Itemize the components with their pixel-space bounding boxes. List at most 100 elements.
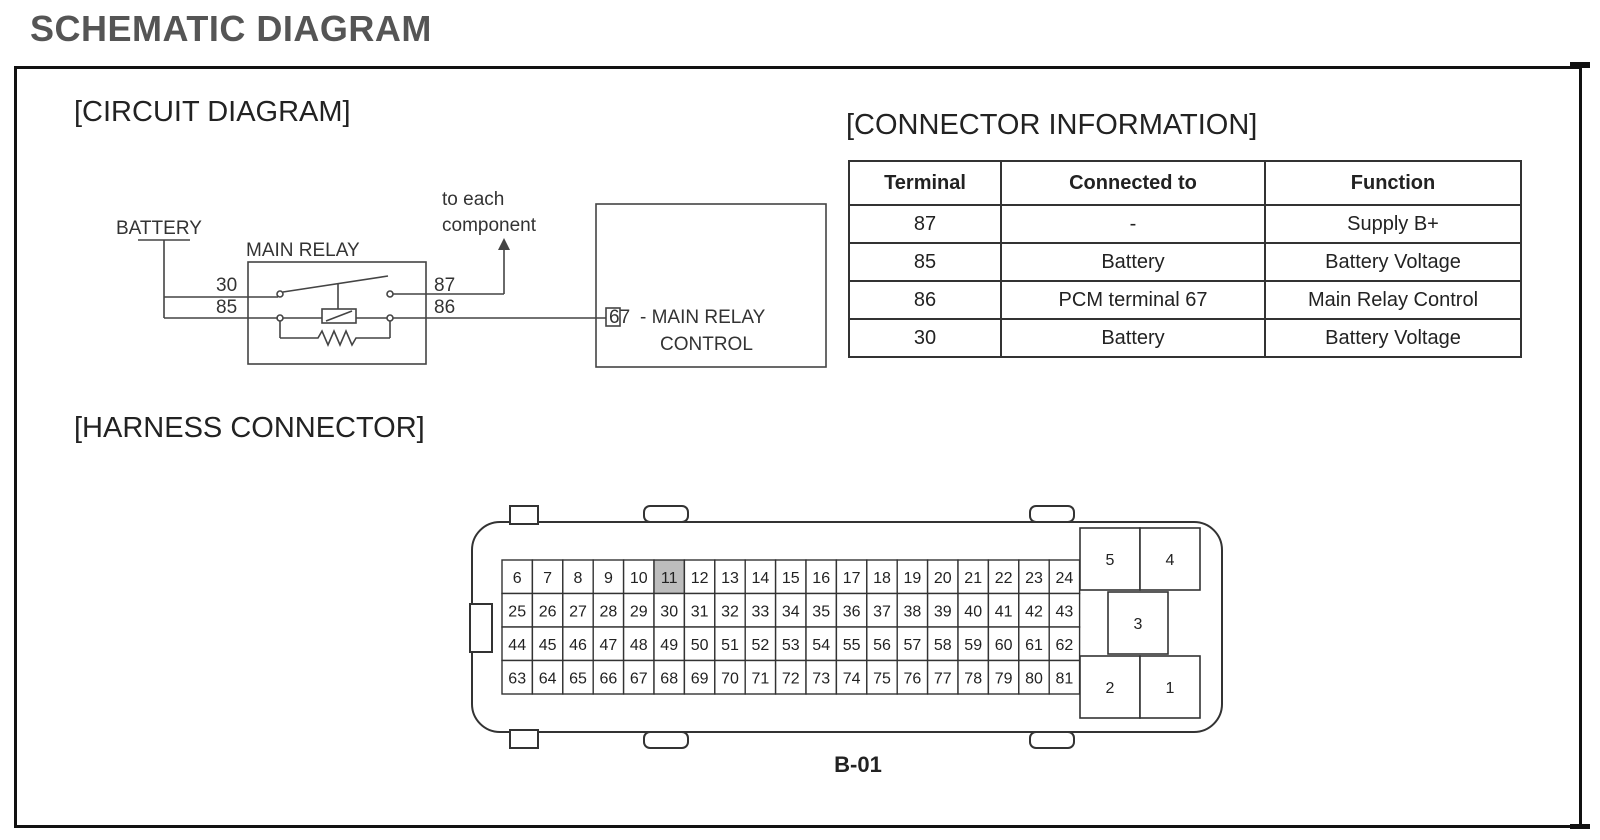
pin-cell	[896, 592, 929, 628]
pin-cell	[835, 626, 868, 662]
pin-number: 27	[569, 603, 587, 620]
pin-cell	[1048, 559, 1081, 595]
large-pin-cell	[1139, 527, 1201, 591]
pin-number: 60	[995, 637, 1013, 654]
pin-number: 24	[1056, 570, 1074, 587]
pin-number: 31	[691, 603, 709, 620]
connector-code: B-01	[834, 752, 882, 777]
pin-cell	[653, 626, 686, 662]
pin-cell	[1018, 659, 1050, 695]
pin-number: 57	[904, 637, 922, 654]
function-cell: Battery Voltage	[1264, 318, 1522, 358]
pin-number: 38	[904, 603, 922, 620]
connector-side-tab	[469, 603, 493, 653]
pin-cell	[1018, 592, 1050, 628]
pin-number: 62	[1056, 637, 1074, 654]
pin-cell	[1018, 626, 1050, 662]
pin-number: 73	[812, 670, 830, 687]
pin-number: 51	[721, 637, 739, 654]
pin-number: 36	[843, 603, 861, 620]
pin-cell	[1048, 626, 1081, 662]
pin-number: 20	[934, 570, 952, 587]
connected-to-cell: Battery	[1000, 242, 1266, 282]
terminal-cell: 85	[848, 242, 1002, 282]
pin-cell	[957, 592, 990, 628]
pin-number: 45	[539, 637, 557, 654]
connector-latch	[509, 505, 539, 525]
pin-cell	[744, 659, 777, 695]
pcm-terminal-number: 67	[609, 307, 630, 328]
large-pin-cell	[1079, 527, 1141, 591]
main-relay-label: MAIN RELAY	[246, 240, 360, 261]
relay-coil-mark	[325, 310, 353, 322]
pin-cell	[774, 592, 807, 628]
terminal-cell: 30	[848, 318, 1002, 358]
pin-number: 49	[660, 637, 678, 654]
pin-number: 72	[782, 670, 800, 687]
pin-cell	[866, 626, 898, 662]
large-pin-number: 4	[1166, 552, 1175, 569]
function-cell: Battery Voltage	[1264, 242, 1522, 282]
pin-cell	[562, 659, 594, 695]
pin-cell	[683, 592, 716, 628]
pin-number: 81	[1056, 670, 1074, 687]
main-relay-box	[247, 261, 427, 365]
pin-cell	[835, 659, 868, 695]
pin-cell	[592, 659, 625, 695]
pin-number: 29	[630, 603, 648, 620]
arrow-icon	[498, 238, 510, 250]
pin-cell	[957, 659, 990, 695]
pin-cell	[622, 626, 655, 662]
pin-86-label: 86	[434, 297, 455, 318]
pin-number: 74	[843, 670, 861, 687]
pin-number: 71	[752, 670, 770, 687]
header-connected-to: Connected to	[1000, 160, 1266, 206]
table-row: 87 - Supply B+	[848, 204, 1522, 244]
pin-cell	[774, 659, 807, 695]
pin-number: 52	[752, 637, 770, 654]
connected-to-cell: -	[1000, 204, 1266, 244]
diagram-frame	[14, 66, 1582, 828]
table-row: 86 PCM terminal 67 Main Relay Control	[848, 280, 1522, 320]
pin-cell	[805, 626, 838, 662]
large-pin-number: 3	[1134, 616, 1143, 633]
table-row: 85 Battery Battery Voltage	[848, 242, 1522, 282]
pin-number: 56	[873, 637, 891, 654]
pin-number: 75	[873, 670, 891, 687]
pin-number: 7	[543, 570, 552, 587]
pin-number: 15	[782, 570, 800, 587]
pin-number: 23	[1025, 570, 1043, 587]
pin-number: 79	[995, 670, 1013, 687]
pin-number: 35	[812, 603, 830, 620]
pin-number: 67	[630, 670, 648, 687]
pin-cell	[562, 626, 594, 662]
pin-number: 18	[873, 570, 891, 587]
terminal-cell: 87	[848, 204, 1002, 244]
pin-number: 65	[569, 670, 587, 687]
pin-number: 6	[513, 570, 522, 587]
connector-latch	[1029, 505, 1075, 523]
pin-number: 63	[508, 670, 526, 687]
pin-cell	[501, 559, 534, 595]
pin-number: 53	[782, 637, 800, 654]
table-header-row: Terminal Connected to Function	[848, 160, 1522, 206]
component-label: component	[442, 215, 537, 236]
pin-number: 14	[752, 570, 770, 587]
pcm-label-line2: CONTROL	[660, 334, 753, 355]
pin-number: 26	[539, 603, 557, 620]
pin-cell	[501, 592, 534, 628]
pin-number: 61	[1025, 637, 1043, 654]
resistor	[280, 328, 390, 348]
pin-number: 12	[691, 570, 709, 587]
function-cell: Supply B+	[1264, 204, 1522, 244]
pin-number: 69	[691, 670, 709, 687]
large-pin-cell	[1139, 655, 1201, 719]
pin-number: 42	[1025, 603, 1043, 620]
connector-latch	[643, 505, 689, 523]
pin-number: 78	[964, 670, 982, 687]
connector-latch	[1029, 731, 1075, 749]
pin-number: 66	[600, 670, 618, 687]
function-cell: Main Relay Control	[1264, 280, 1522, 320]
pin-number: 41	[995, 603, 1013, 620]
